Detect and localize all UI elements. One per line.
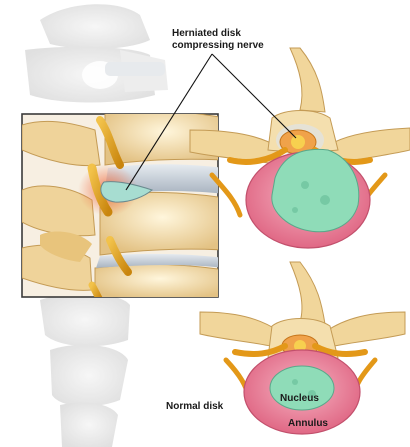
nucleus-herniated	[272, 149, 359, 231]
label-normal-disk: Normal disk	[166, 401, 223, 413]
label-herniated-line2: compressing nerve	[172, 40, 302, 52]
label-annulus: Annulus	[288, 418, 328, 430]
cross-section-herniated	[190, 48, 410, 248]
label-herniated-line1: Herniated disk	[172, 28, 302, 40]
vertebral-body-lower	[95, 264, 225, 300]
label-nucleus: Nucleus	[280, 393, 319, 405]
callout-line-to-cross-section	[212, 54, 296, 138]
cross-section-normal	[200, 262, 405, 434]
label-herniated-disk: Herniated disk compressing nerve	[172, 28, 302, 52]
